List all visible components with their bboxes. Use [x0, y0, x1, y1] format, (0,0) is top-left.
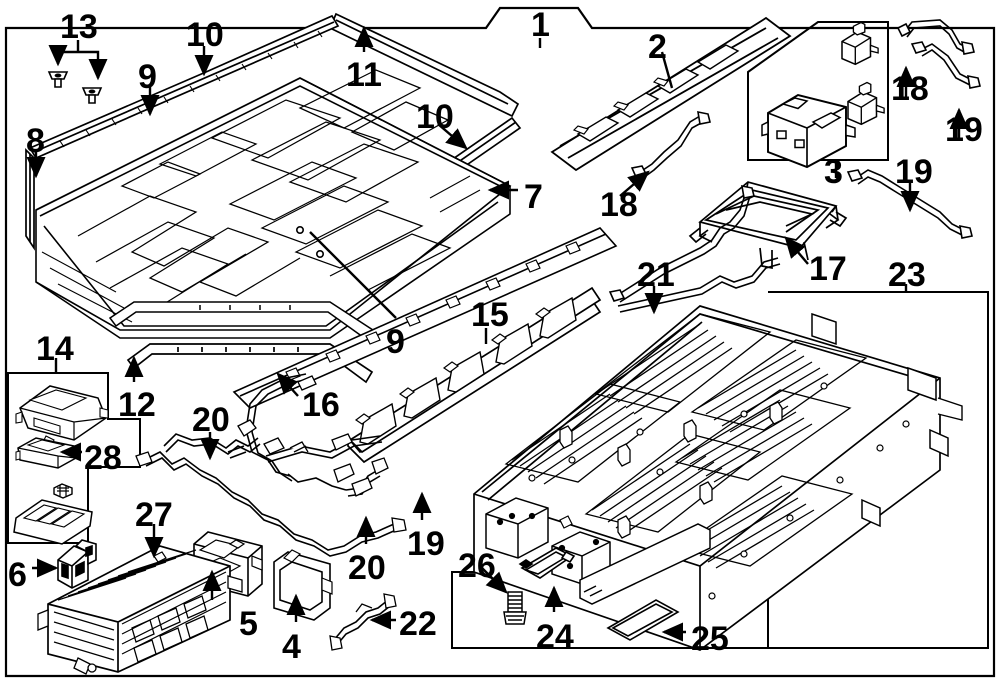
callout-2[interactable]: 2 [648, 28, 667, 66]
callout-19-b[interactable]: 19 [895, 153, 933, 191]
leader-2 [660, 51, 674, 89]
part-23-battery-tray [473, 305, 963, 651]
callout-18-b[interactable]: 18 [891, 70, 929, 108]
callout-7[interactable]: 7 [524, 178, 543, 216]
part-25-cover-gasket [606, 599, 680, 641]
part-21-coolant-line-b [617, 257, 781, 313]
part-3-relay-assembly [761, 93, 856, 169]
callout-11[interactable]: 11 [346, 56, 382, 94]
callout-26[interactable]: 26 [458, 547, 496, 585]
group-box-3 [747, 21, 889, 161]
callout-27[interactable]: 27 [135, 496, 173, 534]
outer-frame-group-1 [4, 6, 996, 678]
arrow-10b [437, 123, 468, 150]
callout-17[interactable]: 17 [809, 250, 847, 288]
part-14-cap [53, 483, 73, 499]
callout-13[interactable]: 13 [60, 8, 98, 46]
callout-25[interactable]: 25 [691, 620, 729, 658]
callout-19-c[interactable]: 19 [407, 525, 445, 563]
callout-12[interactable]: 12 [118, 386, 156, 424]
callout-24[interactable]: 24 [536, 618, 574, 656]
part-15-bracket-rail [347, 286, 602, 464]
callout-3[interactable]: 3 [824, 153, 843, 191]
part-4-side-cover [273, 549, 333, 621]
callout-15[interactable]: 15 [471, 296, 509, 334]
part-22-drain-hose [329, 593, 397, 651]
part-3-relay-b [847, 81, 885, 126]
callout-1[interactable]: 1 [531, 6, 550, 44]
callout-10-b[interactable]: 10 [416, 98, 454, 136]
part-8-cover-edge-seal [25, 147, 35, 251]
callout-19[interactable]: 19 [945, 111, 983, 149]
callout-28[interactable]: 28 [84, 439, 122, 477]
part-14-tray [13, 499, 93, 545]
arrow-16 [276, 372, 299, 397]
callout-8[interactable]: 8 [26, 122, 45, 160]
callout-10[interactable]: 10 [186, 16, 224, 54]
callout-6[interactable]: 6 [8, 556, 27, 594]
part-18-cooling-tube-top [896, 19, 975, 55]
part-13-clip-a [48, 71, 68, 88]
part-13-clip-b [82, 87, 102, 104]
callout-9[interactable]: 9 [138, 58, 157, 96]
callout-23[interactable]: 23 [888, 256, 926, 294]
part-26-flange-bolt [503, 591, 527, 625]
callout-leaders [48, 38, 908, 559]
callout-5[interactable]: 5 [239, 605, 258, 643]
callout-18[interactable]: 18 [600, 186, 638, 224]
part-19-cooling-tube-top [910, 41, 981, 89]
callout-20-b[interactable]: 20 [348, 549, 386, 587]
arrow-18 [619, 170, 650, 197]
part-6-connector-block [57, 539, 97, 589]
part-17-support-frame [688, 181, 848, 270]
leader-9b [309, 231, 397, 319]
part-7-upper-cover [35, 69, 512, 339]
arrow-26 [481, 567, 508, 594]
callout-20[interactable]: 20 [192, 401, 230, 439]
callout-4[interactable]: 4 [282, 628, 301, 666]
callout-22[interactable]: 22 [399, 605, 437, 643]
part-20-vent-pipe-main [135, 451, 407, 557]
group-box-14 [7, 372, 141, 544]
part-19-cooling-tube-long [846, 169, 973, 239]
arrow-17 [784, 236, 809, 265]
callout-16[interactable]: 16 [302, 386, 340, 424]
callout-arrows [26, 25, 969, 642]
part-2-bracket-rail [550, 16, 792, 172]
part-24-gasket-plate [518, 547, 576, 579]
callout-21[interactable]: 21 [637, 256, 675, 294]
callout-9-b[interactable]: 9 [386, 323, 405, 361]
part-14-module [15, 385, 109, 449]
part-21-coolant-line [608, 184, 755, 303]
callout-14[interactable]: 14 [36, 330, 74, 368]
